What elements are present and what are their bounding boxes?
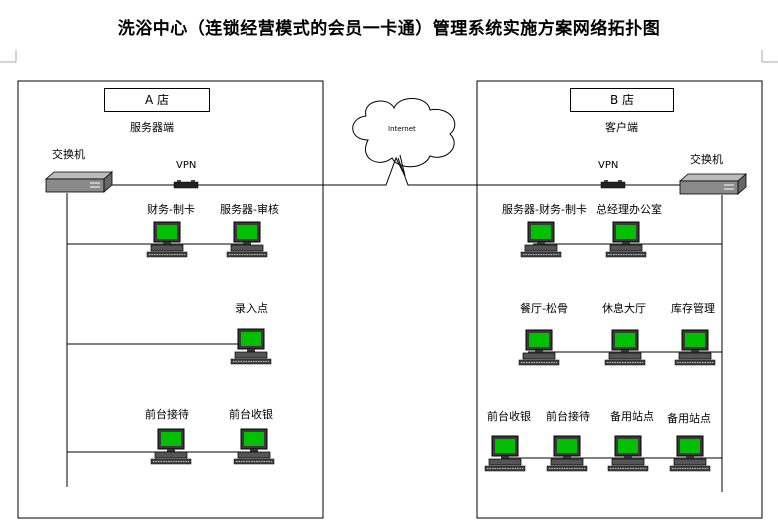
store-b-pc-label: 服务器-财务-制卡 [502,203,587,216]
store-b-pc-label: 前台接待 [546,410,590,423]
store-b-pc-icon [546,435,588,472]
store-a-pc-icon [146,221,188,258]
store-a-role-label: 服务器端 [130,121,174,134]
store-b-pc-label: 库存管理 [671,302,715,315]
store-b-pc-icon [674,329,716,366]
store-b-switch-label: 交换机 [690,153,723,166]
store-a-pc-label: 财务-制卡 [147,203,195,216]
store-b-name-box: B 店 [570,88,674,112]
store-a-switch-label: 交换机 [52,148,85,161]
store-b-vpn-label: VPN [598,160,619,171]
store-b-pc-icon [605,221,647,258]
store-b-pc-label: 前台收银 [487,410,531,423]
store-a-vpn-label: VPN [176,160,197,171]
store-b-pc-icon [518,329,560,366]
internet-label: Internet [388,125,416,133]
store-b-switch-icon [679,173,747,195]
store-a-pc-label: 前台接待 [145,408,189,421]
store-a-name-box: A 店 [104,88,210,112]
store-b-pc-icon [604,329,646,366]
store-b-frame [476,80,763,519]
page-title: 洗浴中心（连锁经营模式的会员一卡通）管理系统实施方案网络拓扑图 [117,19,661,39]
store-a-pc-icon [233,428,275,465]
store-a-frame [17,80,324,519]
store-b-pc-icon [607,435,649,472]
store-b-pc-icon [484,435,526,472]
store-b-pc-icon [520,221,562,258]
store-b-pc-label: 总经理办公室 [596,203,662,216]
store-b-pc-label: 备用站点 [610,410,654,423]
store-a-switch-icon [45,171,113,193]
store-b-role-label: 客户端 [605,121,638,134]
store-a-pc-icon [230,328,272,365]
wan-links [112,154,680,186]
store-a-pc-label: 录入点 [235,302,268,315]
internet-cloud-icon [352,98,456,168]
store-b-vpn-icon [600,179,626,189]
page-corner-marks [0,50,778,63]
store-a-pc-icon [150,428,192,465]
store-b-pc-label: 餐厅-松骨 [520,302,568,315]
store-a-vpn-icon [173,179,199,189]
store-a-pc-icon [226,221,268,258]
store-a-pc-label: 前台收银 [229,408,273,421]
store-b-pc-label: 休息大厅 [602,302,646,315]
store-b-pc-icon [669,435,711,472]
store-b-pc-label: 备用站点 [667,412,711,425]
store-a-pc-label: 服务器-审核 [220,203,279,216]
